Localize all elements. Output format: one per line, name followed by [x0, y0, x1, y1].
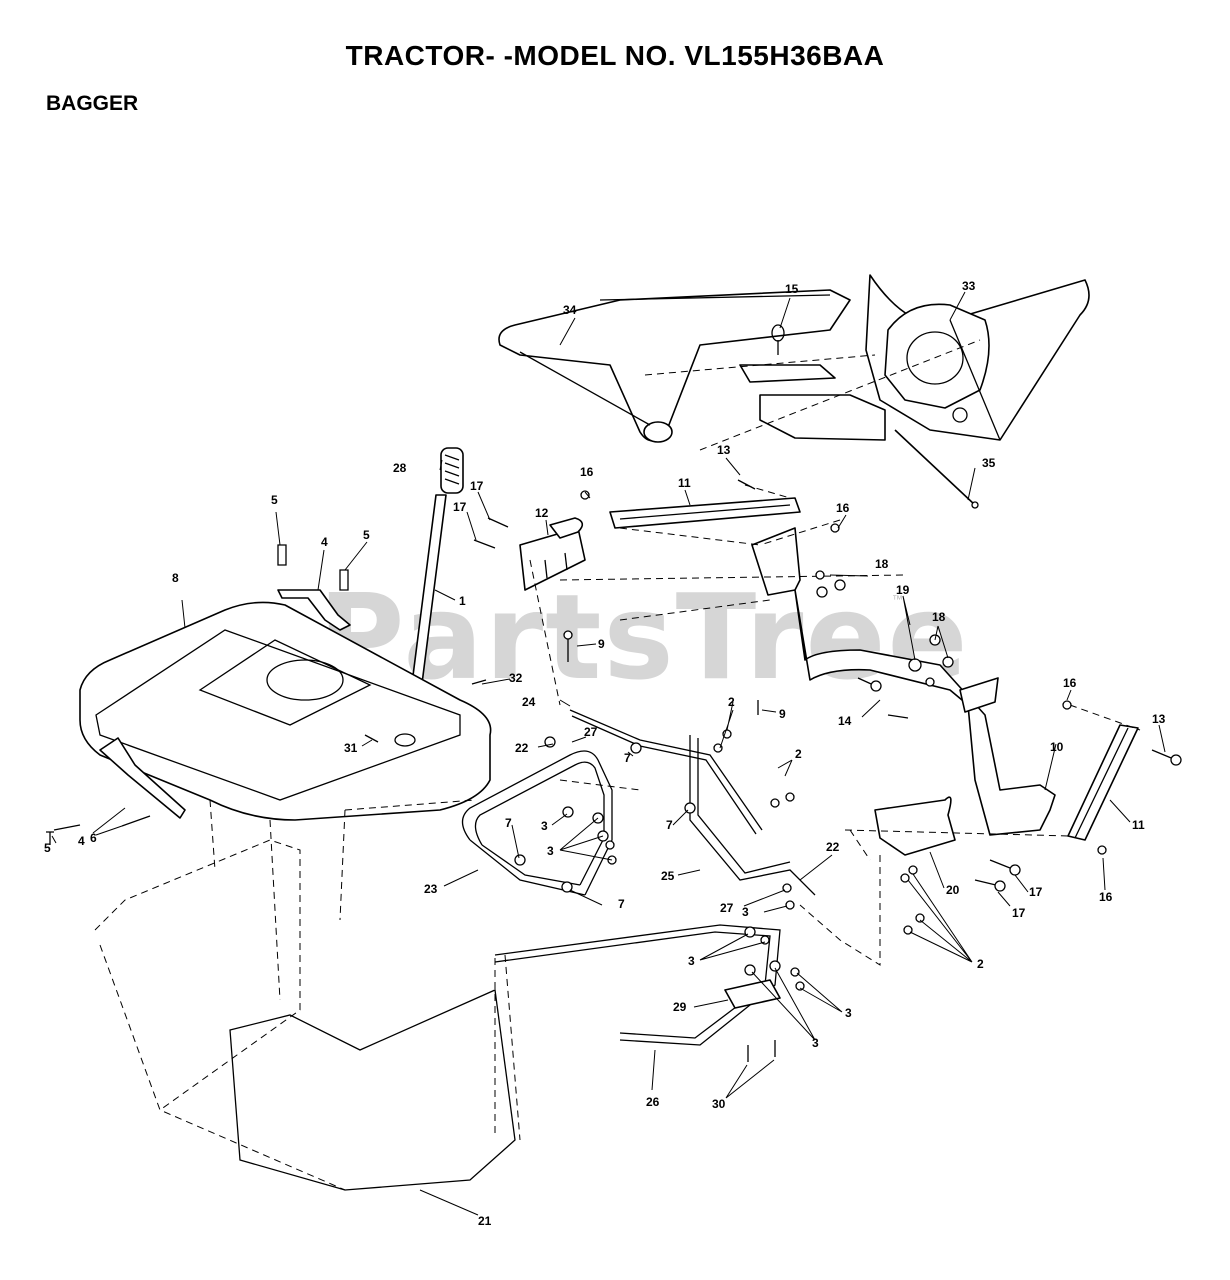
part-21-bag[interactable]: [94, 799, 521, 1191]
callout-3: 3: [742, 905, 749, 919]
fasteners: [46, 479, 1182, 1062]
callout-22: 22: [515, 741, 529, 755]
callout-7: 7: [624, 751, 631, 765]
callout-8: 8: [172, 571, 179, 585]
callout-24: 24: [522, 695, 536, 709]
part-28-handle-grip[interactable]: [440, 447, 464, 494]
callout-33: 33: [962, 279, 976, 293]
part-25-rail[interactable]: [689, 735, 816, 896]
callout-18: 18: [875, 557, 889, 571]
callout-7: 7: [666, 818, 673, 832]
callout-12: 12: [535, 506, 549, 520]
callout-23: 23: [424, 882, 438, 896]
callout-7: 7: [618, 897, 625, 911]
part-12-bracket[interactable]: [519, 517, 586, 591]
part-15-pin[interactable]: [771, 324, 785, 355]
part-8-bagger-lid[interactable]: [79, 601, 492, 821]
callout-32: 32: [509, 671, 523, 685]
callout-2: 2: [795, 747, 802, 761]
callout-31: 31: [344, 741, 358, 755]
callout-19: 19: [896, 583, 910, 597]
callout-18: 18: [932, 610, 946, 624]
callout-4: 4: [78, 834, 85, 848]
part-20-side-bracket[interactable]: [874, 796, 956, 856]
callout-25: 25: [661, 869, 675, 883]
callout-16: 16: [836, 501, 850, 515]
page-title: TRACTOR- -MODEL NO. VL155H36BAA: [345, 40, 885, 71]
callout-5: 5: [271, 493, 278, 507]
hidden-lines: [344, 339, 1141, 966]
callout-4: 4: [321, 535, 328, 549]
callout-labels: 1 2 2 2 3 3 3 3 3 3 4 4 5 5 5 6 7 7 7 7 …: [44, 279, 1166, 1228]
callout-28: 28: [393, 461, 407, 475]
callout-3: 3: [541, 819, 548, 833]
callout-29: 29: [673, 1000, 687, 1014]
callout-3: 3: [812, 1036, 819, 1050]
callout-30: 30: [712, 1097, 726, 1111]
callout-34: 34: [563, 303, 577, 317]
part-4-lid-handle-side[interactable]: [99, 737, 186, 819]
callout-3: 3: [547, 844, 554, 858]
callout-21: 21: [478, 1214, 492, 1228]
part-11-strap-upper[interactable]: [609, 497, 801, 529]
section-title: BAGGER: [46, 92, 139, 115]
callout-5: 5: [363, 528, 370, 542]
callout-26: 26: [646, 1095, 660, 1109]
callout-5: 5: [44, 841, 51, 855]
callout-3: 3: [845, 1006, 852, 1020]
callout-16: 16: [1063, 676, 1077, 690]
callout-16: 16: [580, 465, 594, 479]
callout-9: 9: [779, 707, 786, 721]
callout-10: 10: [1050, 740, 1064, 754]
callout-7: 7: [505, 816, 512, 830]
callout-13: 13: [717, 443, 731, 457]
callout-22: 22: [826, 840, 840, 854]
callout-17: 17: [1029, 885, 1043, 899]
callout-20: 20: [946, 883, 960, 897]
part-26-lower-frame[interactable]: [494, 924, 781, 1046]
callout-1: 1: [459, 594, 466, 608]
callout-14: 14: [838, 714, 852, 728]
callout-11: 11: [1132, 818, 1145, 832]
callout-17: 17: [1012, 906, 1026, 920]
leader-lines: [51, 291, 1166, 1216]
callout-13: 13: [1152, 712, 1166, 726]
callout-2: 2: [977, 957, 984, 971]
part-35-rod[interactable]: [894, 429, 979, 509]
callout-11: 11: [678, 476, 691, 490]
callout-35: 35: [982, 456, 996, 470]
callout-6: 6: [90, 831, 97, 845]
callout-16: 16: [1099, 890, 1113, 904]
watermark-trademark: ™: [892, 594, 903, 606]
part-33-chute-adapter[interactable]: [865, 274, 1090, 441]
part-34-chute-tube[interactable]: [498, 289, 851, 443]
part-24-rod[interactable]: [569, 709, 763, 835]
callout-15: 15: [785, 282, 799, 296]
callout-27: 27: [720, 901, 734, 915]
callout-27: 27: [584, 725, 598, 739]
callout-3: 3: [688, 954, 695, 968]
callout-17: 17: [470, 479, 484, 493]
callout-2: 2: [728, 695, 735, 709]
part-4-lid-handle-top[interactable]: [277, 589, 351, 631]
part-10-frame[interactable]: [751, 527, 1056, 836]
part-11-strap-right[interactable]: [1067, 724, 1139, 841]
part-chute-bracket: [739, 364, 886, 441]
callout-17: 17: [453, 500, 467, 514]
callout-9: 9: [598, 637, 605, 651]
